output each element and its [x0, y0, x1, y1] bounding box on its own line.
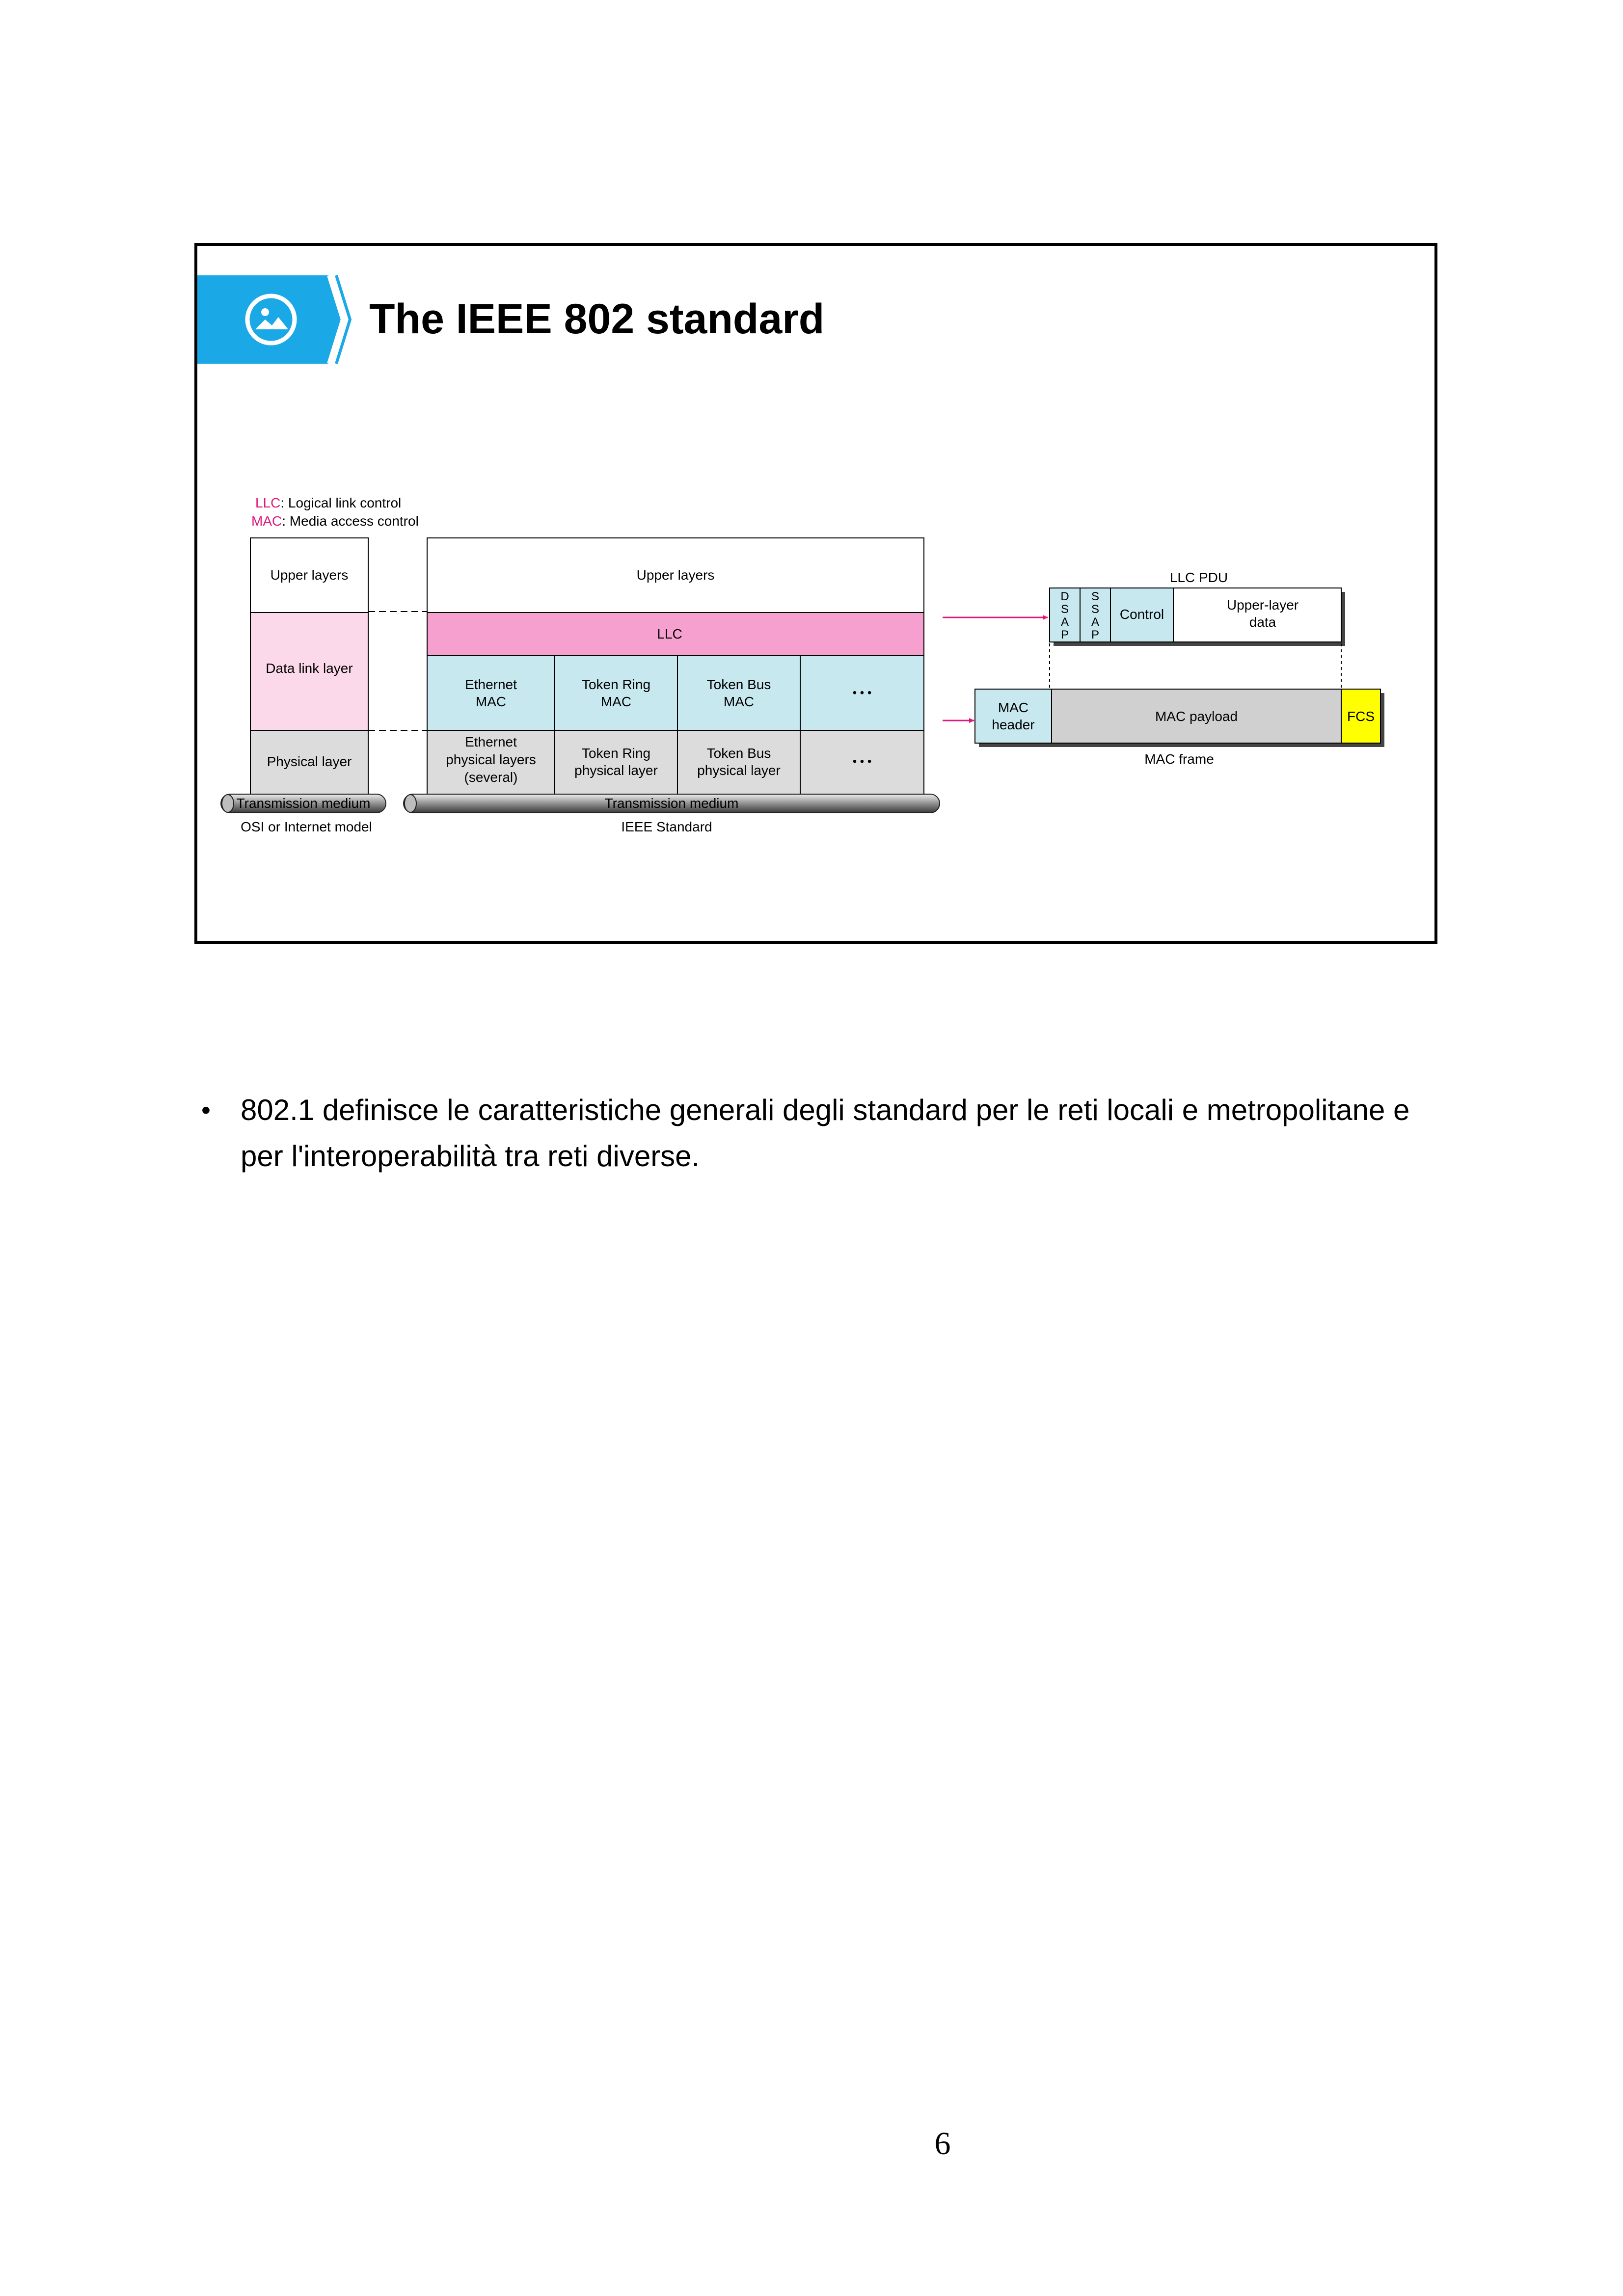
- ieee-phy-cell: Token Ring: [582, 746, 650, 761]
- legend: LLC: Logical link control MAC: Media acc…: [251, 495, 419, 529]
- osi-upper-layers: Upper layers: [270, 567, 349, 583]
- ssap-letter: P: [1091, 628, 1099, 641]
- banner-arrow: [197, 275, 344, 364]
- ieee-mac-cell: MAC: [724, 694, 754, 709]
- svg-text:MAC: Media access control: MAC: Media access control: [251, 513, 419, 529]
- ieee-mac-cell: Token Ring: [582, 677, 650, 692]
- ieee-phy-cell: Ethernet: [465, 734, 517, 749]
- svg-text:LLC: Logical link control: LLC: Logical link control: [255, 495, 401, 510]
- mac-fcs: FCS: [1347, 709, 1375, 724]
- mac-payload: MAC payload: [1155, 709, 1238, 724]
- dsap-letter: S: [1061, 603, 1069, 616]
- legend-llc-abbr: LLC: [255, 495, 280, 510]
- mac-header: header: [992, 717, 1034, 732]
- slide-canvas: The IEEE 802 standard LLC: Logical link …: [197, 274, 1384, 834]
- dsap-letter: P: [1061, 628, 1069, 641]
- osi-stack: Upper layers Data link layer Physical la…: [250, 537, 369, 795]
- ieee-stack: Upper layers LLC Ethernet MAC Token Ring…: [427, 537, 924, 795]
- title-banner: [197, 274, 352, 365]
- ieee-mac-cell: Token Bus: [707, 677, 771, 692]
- ieee-mac-cell: MAC: [476, 694, 506, 709]
- ieee-mac-cell: Ethernet: [465, 677, 517, 692]
- dsap-letter: D: [1060, 590, 1069, 603]
- ieee-phy-cell: Token Bus: [707, 746, 771, 761]
- ssap-letter: A: [1091, 615, 1099, 629]
- ssap-letter: S: [1091, 590, 1099, 603]
- slide-frame: The IEEE 802 standard LLC: Logical link …: [194, 243, 1437, 944]
- slide-title: The IEEE 802 standard: [369, 295, 824, 343]
- ieee-caption: IEEE Standard: [621, 819, 712, 834]
- ieee-transmission-medium: Transmission medium: [403, 794, 940, 813]
- osi-medium-label: Transmission medium: [237, 796, 371, 811]
- ieee-phy-cell: (several): [464, 770, 518, 785]
- bullet-text: 802.1 definisce le caratteristiche gener…: [241, 1094, 1410, 1173]
- ieee-phy-ellipsis: • • •: [853, 755, 872, 768]
- mac-frame: MAC header MAC payload FCS: [974, 689, 1384, 747]
- osi-data-link-layer: Data link layer: [266, 661, 352, 676]
- dsap-letter: A: [1061, 615, 1069, 629]
- osi-physical-layer: Physical layer: [267, 754, 352, 769]
- legend-mac-text: : Media access control: [282, 513, 419, 529]
- mac-header: MAC: [998, 700, 1028, 715]
- image-icon: [245, 294, 297, 346]
- llc-pdu-title: LLC PDU: [1170, 570, 1228, 585]
- osi-transmission-medium: Transmission medium: [220, 794, 386, 813]
- llc-pdu: D S A P S S A P Control Upper-layer data: [1049, 587, 1345, 646]
- ieee-phy-cell: physical layer: [697, 763, 781, 778]
- legend-mac-abbr: MAC: [251, 513, 282, 529]
- pdu-upper-data: Upper-layer: [1227, 597, 1298, 613]
- pdu-upper-data: data: [1249, 614, 1276, 630]
- mac-frame-caption: MAC frame: [1144, 751, 1214, 767]
- ieee-upper-layers: Upper layers: [637, 567, 715, 583]
- ieee-phy-cell: physical layers: [446, 752, 536, 767]
- bullet-marker: •: [201, 1095, 211, 1125]
- pdu-control: Control: [1120, 607, 1164, 622]
- ieee-phy-cell: physical layer: [574, 763, 658, 778]
- bullet-list: • 802.1 definisce le caratteristiche gen…: [201, 1087, 1448, 1179]
- ssap-letter: S: [1091, 603, 1099, 616]
- ieee-mac-ellipsis: • • •: [853, 686, 872, 699]
- ieee-medium-label: Transmission medium: [605, 796, 739, 811]
- osi-caption: OSI or Internet model: [241, 819, 372, 834]
- ieee-llc: LLC: [657, 626, 682, 641]
- ieee-mac-cell: MAC: [601, 694, 631, 709]
- page-number: 6: [934, 2126, 951, 2162]
- legend-llc-text: : Logical link control: [280, 495, 401, 510]
